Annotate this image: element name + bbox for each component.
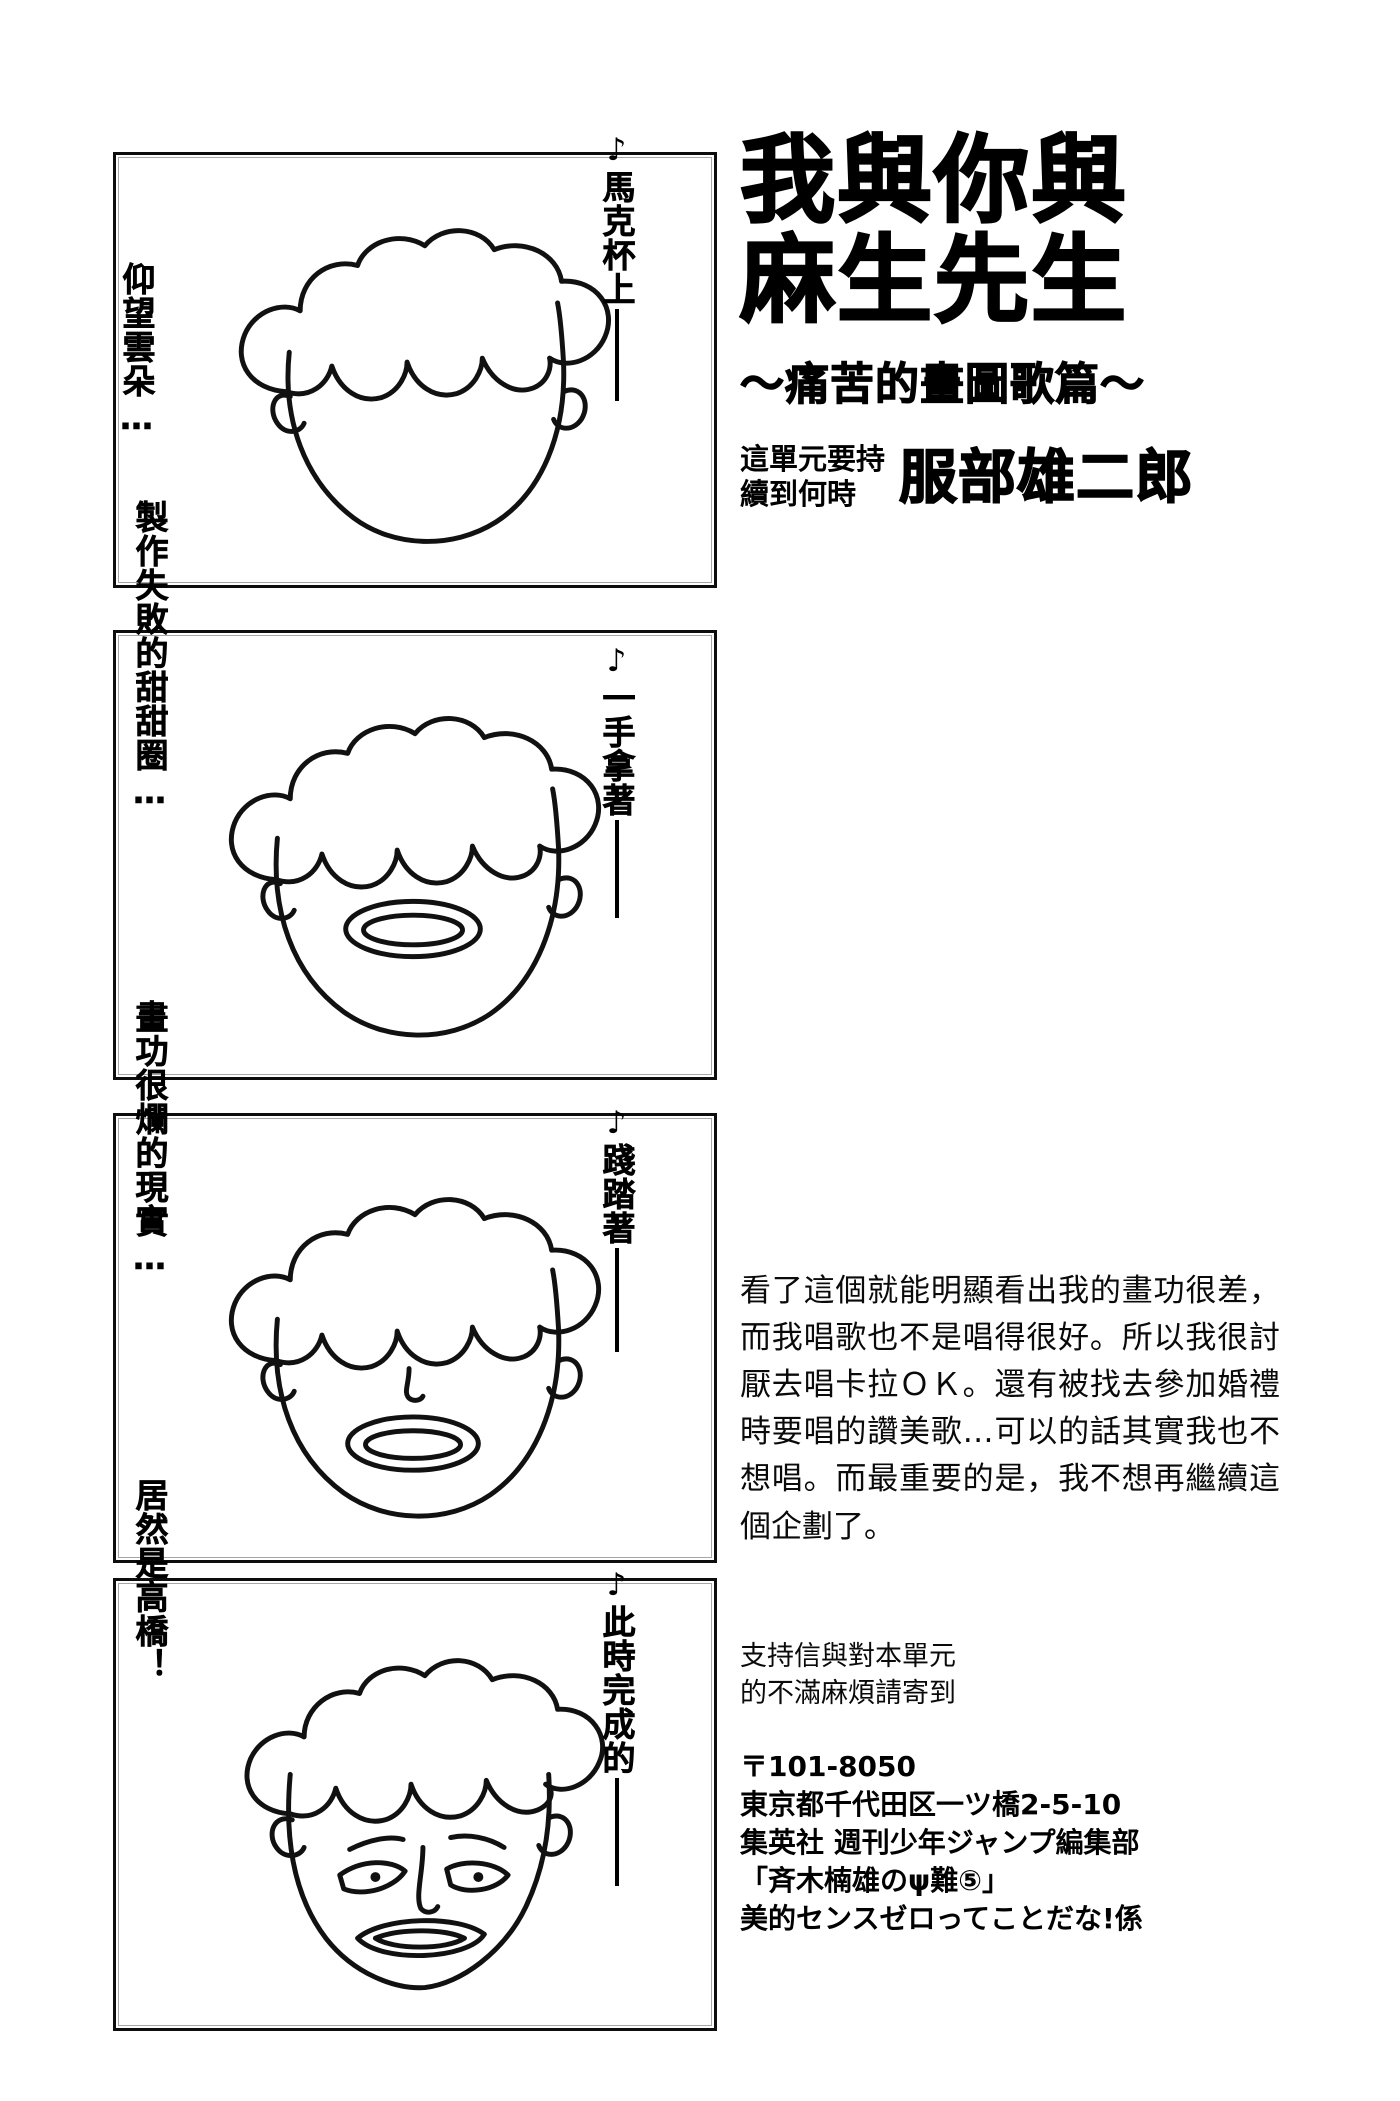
music-note-icon: ♪ (606, 1567, 627, 1603)
dash-tail (614, 309, 619, 401)
panel-1-right-caption: 馬克杯上 (597, 170, 637, 307)
mail-intro-text: 支持信與對本單元 的不滿麻煩請寄到 (740, 1641, 956, 1710)
page-subtitle: ～痛苦的畫圖歌篇～ (739, 358, 1145, 410)
panel-1-left-caption: 仰望雲朵… (117, 262, 157, 439)
panel-4-left-caption: 居然是高橋！ (130, 1478, 170, 1683)
music-note-icon: ♪ (606, 132, 627, 168)
panel-3-left-caption: 畫功很爛的現實… (130, 1000, 170, 1279)
dash-tail (614, 820, 619, 918)
dash-tail (614, 1248, 619, 1352)
panel-1-right-caption-group: ♪ 馬克杯上 (597, 132, 637, 401)
music-note-icon: ♪ (606, 643, 627, 679)
panel-3-right-caption: 踐踏著 (597, 1143, 637, 1246)
page-title-line-1: 我與你與 (739, 126, 1129, 236)
byline-note: 這單元要持 續到何時 (740, 441, 886, 511)
panel-2-artwork (116, 633, 714, 1077)
panel-4-right-caption: 此時完成的 (597, 1605, 637, 1776)
title-block: 我與你與 麻生先生 ～痛苦的畫圖歌篇～ 這單元要持 續到何時 服部雄二郎 (739, 126, 1360, 514)
panel-4-right-caption-group: ♪ 此時完成的 (597, 1567, 637, 1886)
byline-row: 這單元要持 續到何時 服部雄二郎 (740, 430, 1360, 514)
music-note-icon: ♪ (606, 1105, 627, 1141)
mail-address-text: 〒101-8050 東京都千代田区一ツ橋2-5-10 集英社 週刊少年ジャンプ編… (740, 1750, 1143, 1936)
panel-3-artwork (116, 1116, 714, 1560)
panel-4-artwork (116, 1581, 714, 2028)
author-name: 服部雄二郎 (898, 442, 1195, 512)
panel-2-right-caption: 一手拿著 (597, 681, 637, 818)
page-title-line-2: 麻生先生 (739, 225, 1129, 336)
panel-3-right-caption-group: ♪ 踐踏著 (597, 1105, 637, 1352)
author-comment-paragraph: 看了這個就能明顯看出我的畫功很差，而我唱歌也不是唱得很好。所以我很討厭去唱卡拉Ｏ… (740, 1273, 1280, 1545)
panel-2-left-caption: 製作失敗的甜甜圈… (130, 500, 170, 813)
dash-tail (614, 1778, 619, 1886)
panel-1-artwork (116, 155, 714, 585)
panel-2-right-caption-group: ♪ 一手拿著 (597, 643, 637, 918)
